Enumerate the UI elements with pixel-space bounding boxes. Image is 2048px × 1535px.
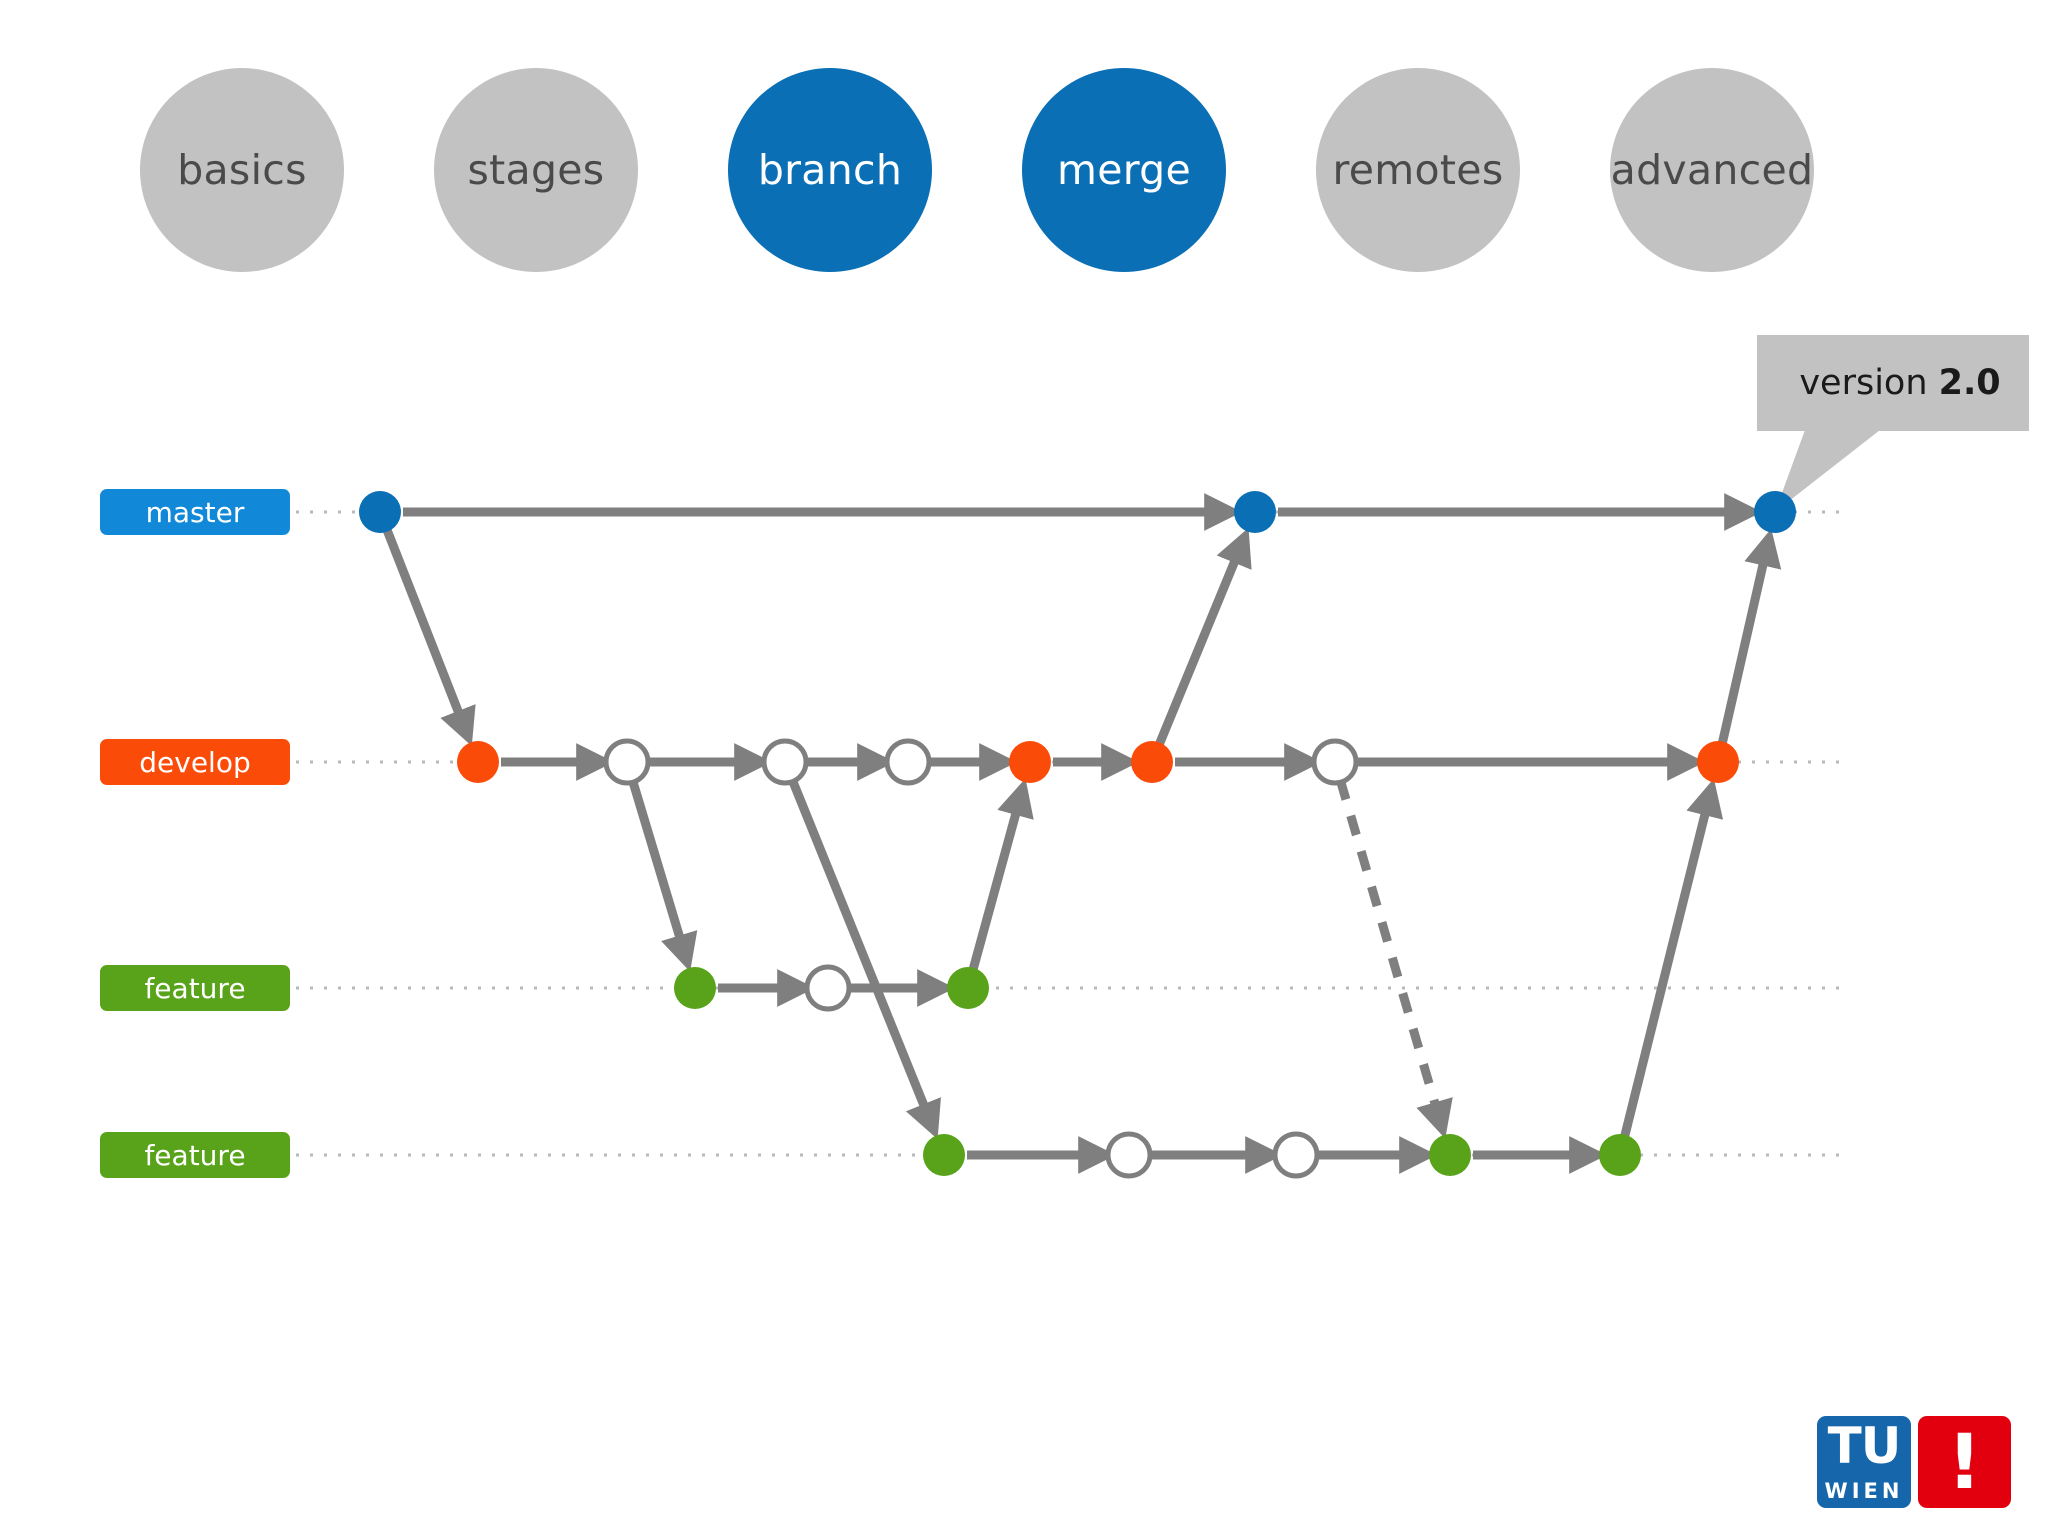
version-callout-number: 2.0 (1938, 363, 2001, 403)
topic-nav: basics stages branch merge remotes advan… (140, 68, 1814, 272)
topic-label: basics (177, 146, 307, 194)
version-callout-text: version 2.0 (1799, 363, 2000, 403)
topic-label: stages (467, 146, 605, 194)
tu-wien-logo-exclamation: ! (1947, 1417, 1982, 1506)
commit-node-develop-6[interactable] (1311, 738, 1359, 786)
cross-edge-merge-develop-to-master-7 (1717, 528, 1782, 745)
commit-nodes (359, 491, 1796, 1179)
topic-circle-stages[interactable]: stages (434, 68, 638, 272)
commit-node-develop-5[interactable] (1131, 741, 1173, 783)
commit-node-feature2-1[interactable] (1105, 1131, 1153, 1179)
lane-guide-lines (296, 510, 1840, 1157)
commit-node-feature1-2[interactable] (947, 967, 989, 1009)
tu-wien-logo-red-tile: ! (1918, 1416, 2011, 1508)
callout-tail (1775, 430, 1880, 512)
commit-node-master-1[interactable] (1234, 491, 1276, 533)
commit-node-develop-1[interactable] (603, 738, 651, 786)
branch-chip-label: feature (144, 1138, 246, 1172)
tu-wien-logo-tu-text: TU (1827, 1417, 1902, 1475)
branch-chip-master[interactable]: master (100, 489, 290, 535)
commit-node-develop-7[interactable] (1697, 741, 1739, 783)
lane-edges (403, 493, 1762, 1174)
topic-label: remotes (1332, 146, 1504, 194)
commit-node-develop-4[interactable] (1009, 741, 1051, 783)
commit-node-feature2-3[interactable] (1429, 1134, 1471, 1176)
cross-edge-merge-develop-to-master-4 (1155, 527, 1252, 747)
cross-edge-merge-feature2-to-develop-6 (1620, 778, 1724, 1138)
commit-node-feature2-2[interactable] (1272, 1131, 1320, 1179)
commit-node-feature1-0[interactable] (674, 967, 716, 1009)
tu-wien-logo: TU WIEN ! (1817, 1416, 2011, 1508)
commit-node-feature2-4[interactable] (1599, 1134, 1641, 1176)
version-callout: version 2.0 (1757, 335, 2029, 431)
commit-node-develop-2[interactable] (761, 738, 809, 786)
cross-edge-branch-master-to-develop-0 (382, 528, 476, 747)
branch-chip-feature-1[interactable]: feature (100, 965, 290, 1011)
tu-wien-logo-blue-tile: TU WIEN (1817, 1416, 1911, 1508)
cross-edge-branch-develop-to-feature2-5 (1336, 778, 1453, 1139)
topic-circle-basics[interactable]: basics (140, 68, 344, 272)
branch-chip-label: master (145, 495, 245, 529)
version-callout-prefix: version (1799, 363, 1939, 403)
branch-chip-label: feature (144, 971, 246, 1005)
topic-circle-branch[interactable]: branch (728, 68, 932, 272)
commit-node-master-2[interactable] (1754, 491, 1796, 533)
commit-node-develop-0[interactable] (457, 741, 499, 783)
topic-label: branch (757, 146, 903, 194)
branch-chip-develop[interactable]: develop (100, 739, 290, 785)
topic-circle-merge[interactable]: merge (1022, 68, 1226, 272)
commit-node-feature1-1[interactable] (804, 964, 852, 1012)
commit-node-develop-3[interactable] (884, 738, 932, 786)
cross-edge-branch-develop-to-feature1-1 (628, 778, 698, 972)
tu-wien-logo-wien-text: WIEN (1824, 1479, 1904, 1503)
cross-edges (382, 527, 1782, 1140)
cross-edge-merge-feature1-to-develop-3 (968, 778, 1034, 971)
branch-chip-feature-2[interactable]: feature (100, 1132, 290, 1178)
commit-node-feature2-0[interactable] (923, 1134, 965, 1176)
topic-circle-remotes[interactable]: remotes (1316, 68, 1520, 272)
topic-label: advanced (1610, 146, 1814, 194)
topic-circle-advanced[interactable]: advanced (1610, 68, 1814, 272)
cross-edge-branch-develop-to-feature2-2 (787, 777, 941, 1140)
commit-node-master-0[interactable] (359, 491, 401, 533)
branch-chip-label: develop (139, 745, 251, 779)
topic-label: merge (1056, 146, 1192, 194)
